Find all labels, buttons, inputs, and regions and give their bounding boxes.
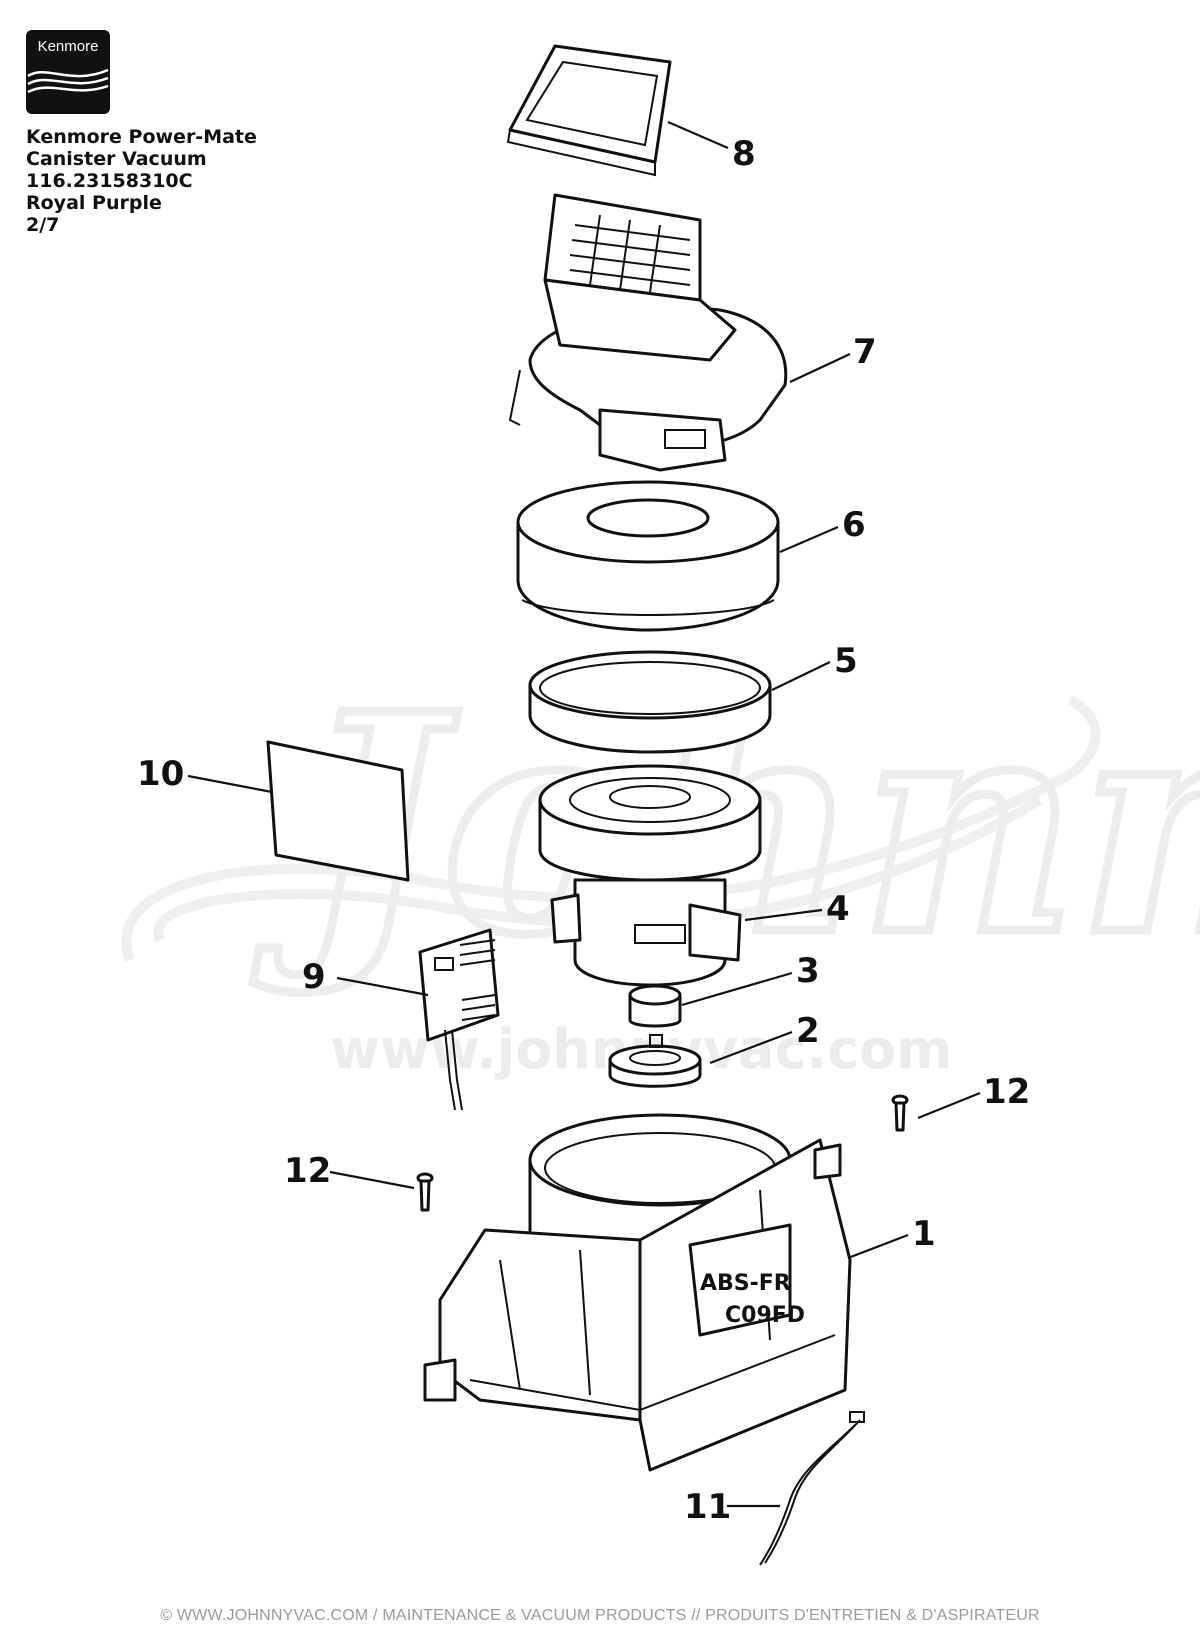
product-model: 116.23158310C [26, 170, 193, 192]
footer-copyright: © WWW.JOHNNYVAC.COM / MAINTENANCE & VACU… [160, 1607, 1040, 1624]
callout-12-left: 12 [284, 1151, 331, 1191]
callout-9: 9 [302, 957, 326, 997]
part-3-bushing [628, 984, 682, 1028]
product-name-line2: Canister Vacuum [26, 148, 207, 170]
callout-4: 4 [826, 889, 850, 929]
callout-5: 5 [834, 641, 858, 681]
callout-2: 2 [796, 1011, 820, 1051]
kenmore-logo: Kenmore [26, 30, 110, 114]
part-12-screw-right [891, 1094, 909, 1132]
product-color: Royal Purple [26, 192, 162, 214]
housing-marking-1: ABS-FR [700, 1271, 791, 1296]
callout-12-right: 12 [983, 1072, 1030, 1112]
part-11-wire [759, 1411, 865, 1566]
callout-7: 7 [853, 332, 877, 372]
part-1-motor-housing: ABS-FR C09FD [423, 1113, 852, 1472]
leader-lines [187, 120, 981, 1508]
part-9-circuit-board [418, 928, 500, 1111]
part-10-filter-pad [266, 740, 410, 882]
logo-wave-icon [27, 68, 109, 94]
page-number: 2/7 [26, 214, 60, 236]
product-info: Kenmore Power-Mate Canister Vacuum 116.2… [26, 126, 257, 236]
part-12-screw-left [416, 1172, 434, 1212]
callout-numbers: 8 7 6 5 10 4 9 3 2 12 12 1 11 [137, 134, 1030, 1527]
callout-6: 6 [842, 505, 866, 545]
part-8-filter-frame [506, 44, 672, 177]
part-5-ring [528, 650, 772, 754]
callout-8: 8 [732, 134, 756, 174]
part-4-motor [538, 764, 762, 987]
header: Kenmore Kenmore Power-Mate Canister Vacu… [26, 30, 257, 236]
callout-3: 3 [796, 951, 820, 991]
callout-11: 11 [684, 1487, 731, 1527]
part-2-gasket [608, 1034, 702, 1088]
part-7-top-cover [508, 193, 788, 472]
part-6-foam-filter [516, 480, 780, 632]
logo-text: Kenmore [37, 38, 99, 55]
product-name-line1: Kenmore Power-Mate [26, 126, 257, 148]
callout-10: 10 [137, 754, 184, 794]
callout-1: 1 [912, 1214, 936, 1254]
housing-marking-2: C09FD [725, 1303, 805, 1328]
